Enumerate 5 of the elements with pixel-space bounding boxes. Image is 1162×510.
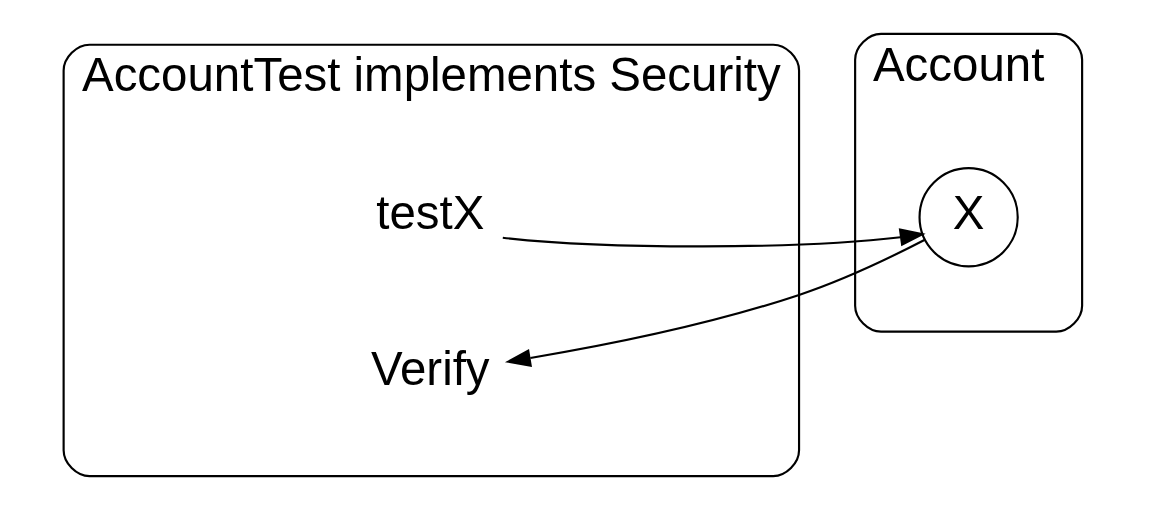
node-text: Verify [370, 341, 490, 395]
arrow [502, 228, 926, 248]
node-circle: X [917, 167, 1019, 268]
node-text: testX [375, 186, 484, 240]
arrow [504, 238, 925, 367]
